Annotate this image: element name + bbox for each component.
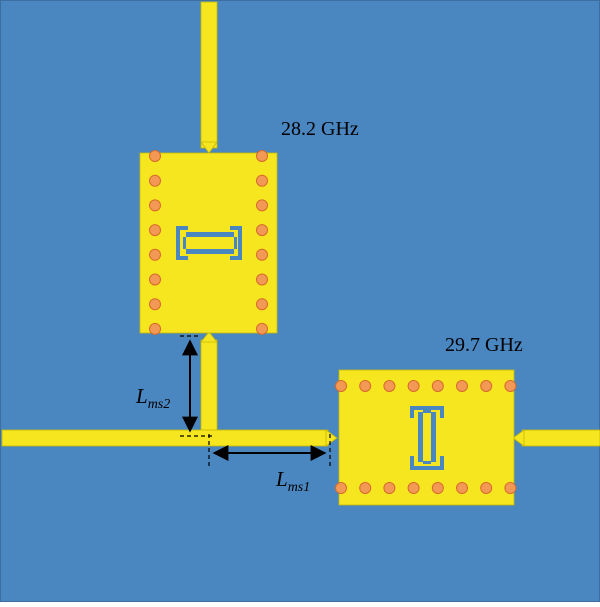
via-hole bbox=[256, 199, 268, 212]
via-hole bbox=[407, 482, 420, 494]
via-hole bbox=[383, 482, 396, 494]
lms1-label: Lms1 bbox=[275, 467, 310, 495]
via-hole bbox=[256, 150, 268, 162]
via-hole bbox=[256, 273, 268, 286]
via-hole bbox=[359, 380, 372, 392]
via-hole bbox=[431, 380, 444, 392]
via-hole bbox=[335, 482, 347, 494]
via-hole bbox=[149, 248, 161, 261]
microstrip-lines bbox=[1, 1, 600, 447]
via-hole bbox=[149, 322, 161, 335]
via-hole bbox=[480, 482, 493, 494]
via-hole bbox=[431, 482, 444, 494]
output-feed-line bbox=[521, 429, 600, 447]
via-hole bbox=[359, 482, 372, 494]
resonator-right-vias bbox=[335, 380, 517, 494]
via-hole bbox=[407, 380, 420, 392]
via-hole bbox=[256, 322, 268, 335]
resonator-top-body bbox=[139, 152, 278, 334]
resonator-28-2ghz bbox=[139, 150, 278, 335]
stub-line-vertical bbox=[200, 339, 218, 433]
resonator-right-slot bbox=[410, 406, 444, 470]
dimension-lms1: Lms1 bbox=[208, 434, 331, 495]
via-hole bbox=[383, 380, 396, 392]
via-hole bbox=[256, 174, 268, 187]
via-hole bbox=[504, 482, 517, 494]
via-hole bbox=[149, 224, 161, 237]
dimension-lms2: Lms2 bbox=[135, 335, 212, 437]
stub-taper bbox=[200, 331, 218, 343]
via-hole bbox=[456, 380, 468, 392]
via-hole bbox=[149, 273, 161, 286]
via-hole bbox=[504, 380, 517, 392]
frequency-label-right: 29.7 GHz bbox=[445, 334, 523, 356]
via-hole bbox=[149, 174, 161, 187]
via-hole bbox=[335, 380, 347, 392]
input-feed-taper bbox=[325, 429, 338, 447]
via-hole bbox=[256, 224, 268, 237]
via-hole bbox=[256, 298, 268, 311]
via-hole bbox=[256, 248, 268, 261]
frequency-label-top: 28.2 GHz bbox=[281, 118, 359, 140]
via-hole bbox=[456, 482, 468, 494]
via-hole bbox=[149, 199, 161, 212]
output-feed-taper bbox=[512, 429, 525, 447]
resonator-top-slot bbox=[176, 226, 242, 260]
via-hole bbox=[149, 150, 161, 162]
top-feed-taper bbox=[200, 141, 218, 154]
resonator-top-vias bbox=[149, 150, 268, 335]
via-hole bbox=[480, 380, 493, 392]
resonator-29-7ghz bbox=[335, 369, 517, 506]
lms2-label: Lms2 bbox=[135, 384, 170, 412]
via-hole bbox=[149, 298, 161, 311]
input-feed-line bbox=[1, 429, 329, 447]
top-feed-line bbox=[200, 1, 218, 149]
